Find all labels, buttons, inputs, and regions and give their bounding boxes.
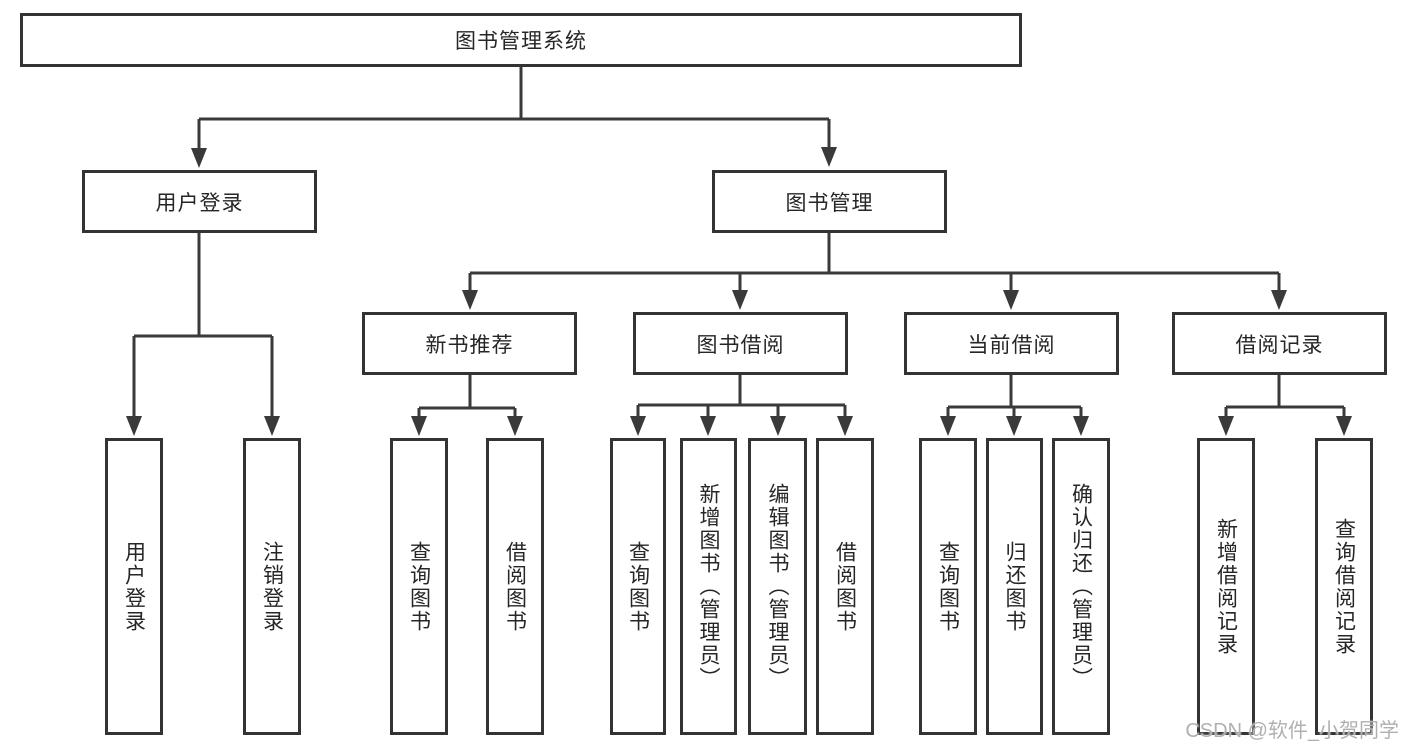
node-label: 借阅图书 [833,540,857,633]
leaf-query-book-current: 查询图书 [919,438,977,735]
leaf-user-login: 用户登录 [105,438,163,735]
node-label: 新增借阅记录 [1214,517,1238,656]
watermark: CSDN @软件_小贺同学 [1185,720,1399,742]
node-label: 图书借阅 [696,333,785,357]
leaf-query-book-recommend: 查询图书 [390,438,448,735]
node-label: 图书管理系统 [455,30,587,53]
node-label: 确认归还（管理员） [1069,483,1093,690]
node-library-management-system: 图书管理系统 [20,13,1022,67]
node-user-login: 用户登录 [82,170,317,233]
node-label: 用户登录 [155,191,244,215]
node-label: 图书管理 [785,191,874,215]
node-label: 当前借阅 [967,333,1056,357]
leaf-query-borrow-record: 查询借阅记录 [1315,438,1373,735]
node-label: 归还图书 [1003,540,1026,633]
node-label: 借阅图书 [503,540,527,633]
node-label: 查询图书 [626,540,650,633]
node-label: 借阅记录 [1235,333,1324,357]
node-label: 用户登录 [122,540,146,633]
leaf-logout: 注销登录 [243,438,301,735]
leaf-borrow-book-recommend: 借阅图书 [486,438,544,735]
node-book-borrow: 图书借阅 [633,312,848,375]
leaf-borrow-book: 借阅图书 [816,438,874,735]
node-label: 注销登录 [260,540,284,633]
leaf-return-book: 归还图书 [986,438,1043,735]
node-current-borrow: 当前借阅 [904,312,1119,375]
node-label: 查询借阅记录 [1332,517,1356,656]
leaf-add-borrow-record: 新增借阅记录 [1197,438,1255,735]
node-borrow-records: 借阅记录 [1172,312,1387,375]
leaf-confirm-return-admin: 确认归还（管理员） [1052,438,1110,735]
node-label: 编辑图书（管理员） [766,483,789,690]
leaf-query-book-borrow: 查询图书 [610,438,666,735]
leaf-edit-book-admin: 编辑图书（管理员） [748,438,807,735]
node-new-book-recommend: 新书推荐 [362,312,577,375]
leaf-add-book-admin: 新增图书（管理员） [680,438,737,735]
node-label: 查询图书 [407,540,431,633]
node-label: 查询图书 [936,540,960,633]
node-label: 新增图书（管理员） [697,483,720,690]
node-label: 新书推荐 [425,333,514,357]
node-book-management: 图书管理 [712,170,947,233]
